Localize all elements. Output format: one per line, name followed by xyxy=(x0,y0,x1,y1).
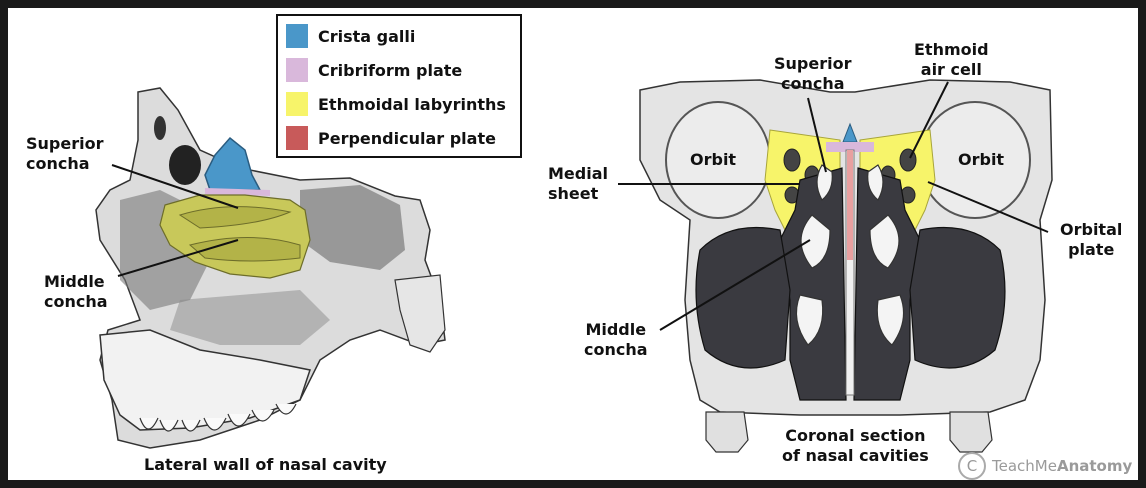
leader-middle-concha-left xyxy=(117,239,239,277)
legend-item-crista-galli: Crista galli xyxy=(286,22,415,50)
copyright-icon: C xyxy=(958,452,986,480)
label-ethmoid-air-cell: Ethmoid air cell xyxy=(914,40,989,79)
inferior-concha-left-shape xyxy=(795,294,824,346)
label-medial-sheet: Medial sheet xyxy=(548,164,608,203)
label-middle-concha-right: Middle concha xyxy=(584,320,648,359)
label-superior-concha-right: Superior concha xyxy=(774,54,852,93)
teeth xyxy=(139,403,297,432)
lateral-shadow-3 xyxy=(170,290,330,345)
perpendicular-plate xyxy=(847,150,853,260)
lateral-wall-illustration xyxy=(95,87,446,449)
inferior-concha-right-shape xyxy=(876,294,905,346)
legend-swatch xyxy=(286,24,308,48)
cribriform-plate-coronal xyxy=(826,142,874,152)
legend-item-perpendicular-plate: Perpendicular plate xyxy=(286,124,496,152)
maxillary-sinus-left xyxy=(695,227,791,369)
nasal-cavity-right xyxy=(853,167,921,401)
superior-concha-left-shape xyxy=(816,164,833,201)
superior-concha-shape xyxy=(178,206,292,229)
leader-middle-concha-right xyxy=(659,239,811,331)
caption-coronal-section: Coronal section of nasal cavities xyxy=(782,426,929,465)
superior-concha-right-shape xyxy=(867,164,884,201)
legend-item-ethmoidal-labyrinths: Ethmoidal labyrinths xyxy=(286,90,506,118)
frontal-sinus xyxy=(169,145,201,185)
middle-concha-left-shape xyxy=(800,214,831,269)
crista-galli-lateral xyxy=(204,136,262,191)
watermark-brand-light: TeachMe xyxy=(992,457,1057,475)
frontal-sinus-2 xyxy=(154,116,166,140)
legend-swatch xyxy=(286,58,308,82)
legend-box: Crista galli Cribriform plate Ethmoidal … xyxy=(276,14,522,158)
lateral-shadow-2 xyxy=(300,185,405,270)
leader-superior-concha-right xyxy=(807,97,827,173)
label-superior-concha-left: Superior concha xyxy=(26,134,104,173)
legend-swatch xyxy=(286,126,308,150)
leader-orbital-plate xyxy=(927,181,1049,233)
caption-lateral-wall: Lateral wall of nasal cavity xyxy=(144,455,387,474)
nasal-cavity-left xyxy=(779,167,847,401)
label-middle-concha-left: Middle concha xyxy=(44,272,108,311)
legend-label: Crista galli xyxy=(318,26,416,46)
coronal-section-illustration xyxy=(618,79,1053,453)
label-orbit-left: Orbit xyxy=(690,150,737,169)
label-orbit-right: Orbit xyxy=(958,150,1005,169)
maxillary-sinus-right xyxy=(909,226,1006,369)
watermark-brand-bold: Anatomy xyxy=(1056,457,1133,475)
legend-swatch xyxy=(286,92,308,116)
leader-ethmoid-air-cell xyxy=(909,81,949,159)
legend-label: Cribriform plate xyxy=(318,60,463,80)
legend-item-cribriform-plate: Cribriform plate xyxy=(286,56,462,84)
coronal-foot-left xyxy=(705,411,749,453)
label-orbital-plate: Orbital plate xyxy=(1060,220,1123,259)
palatine-process xyxy=(394,274,446,353)
legend-label: Ethmoidal labyrinths xyxy=(318,94,506,114)
leader-superior-concha-left xyxy=(111,164,239,209)
cribriform-plate-lateral xyxy=(205,188,270,196)
legend-label: Perpendicular plate xyxy=(318,128,496,148)
maxilla xyxy=(99,329,311,431)
middle-concha-shape xyxy=(188,237,301,262)
coronal-foot-right xyxy=(949,411,993,453)
middle-concha-right-shape xyxy=(869,214,900,269)
